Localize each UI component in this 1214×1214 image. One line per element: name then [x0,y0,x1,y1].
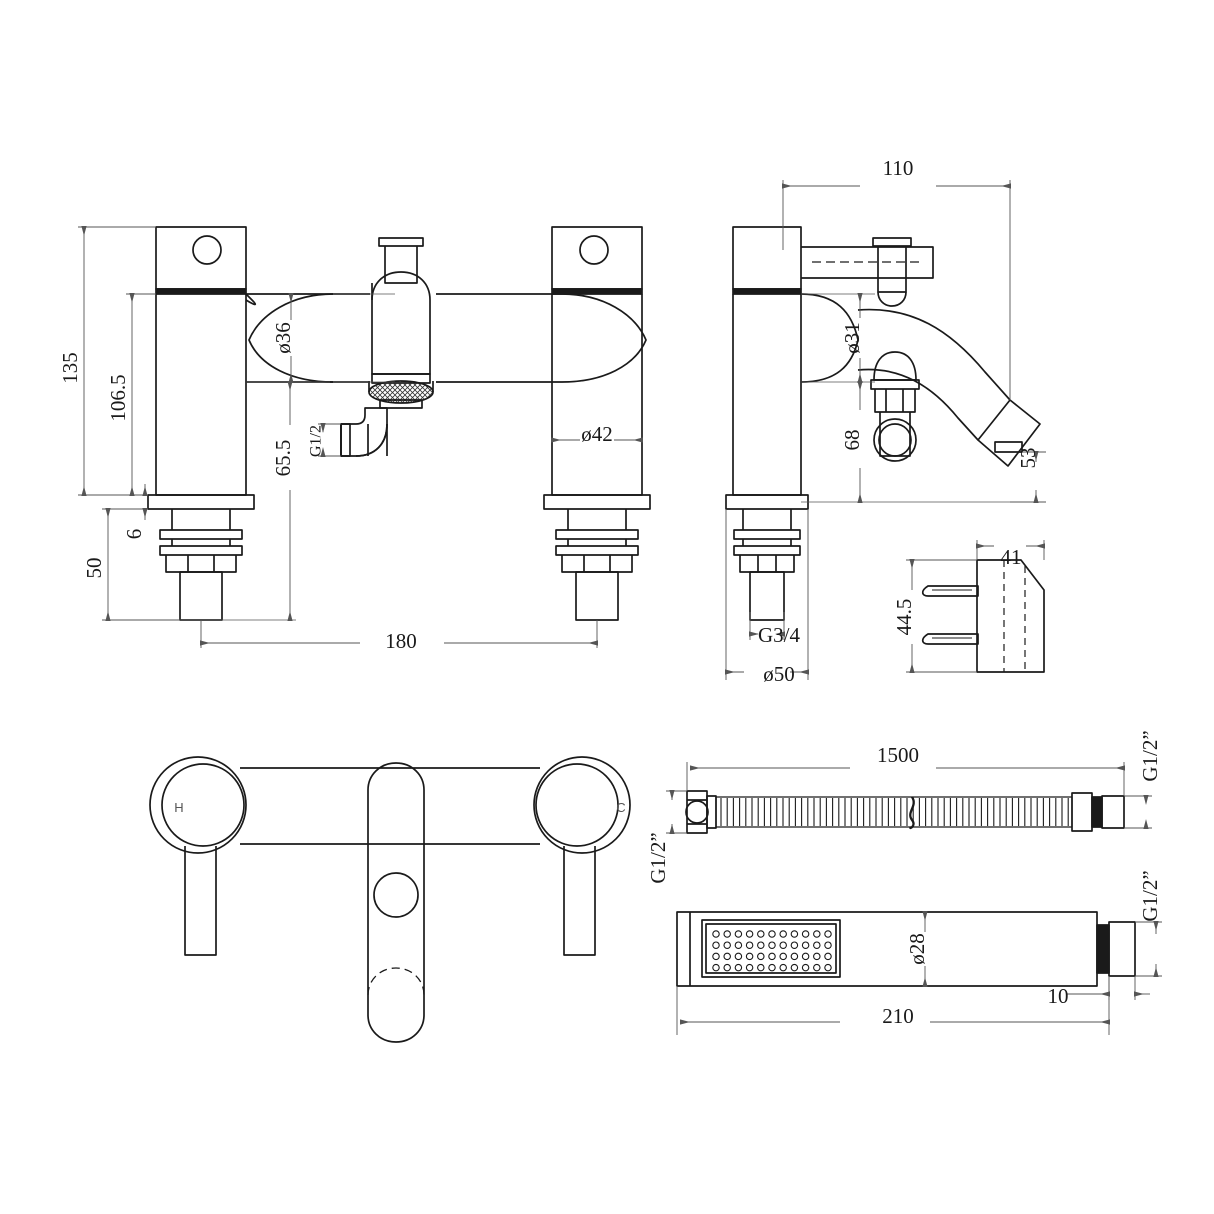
shower-hose [685,790,1125,834]
front-diverter [368,237,434,409]
dim-outlet-height: 53 [1016,448,1040,469]
front-right-handle [551,226,643,295]
side-handle [732,226,934,295]
dim-spout-diameter: ø36 [271,322,295,354]
dimension-labels: 135 106.5 6 50 ø36 65.5 G1/2 ø42 180 110… [58,156,1162,1028]
dim-center-distance: 180 [385,629,417,653]
label-hot: H [174,800,183,815]
front-diverter-elbow [340,407,388,457]
dim-handset-diameter: ø28 [905,933,929,965]
dim-body-height: 106.5 [106,374,130,421]
side-diverter-cap [872,237,912,307]
dim-hose-outlet-thread: G1/2” [1138,730,1162,781]
dim-handset-thread: G1/2” [1138,870,1162,921]
dim-side-spout-diameter: ø31 [840,322,864,354]
dim-handset-length: 210 [882,1004,914,1028]
dim-bracket-width: 41 [1001,545,1022,569]
side-body [725,294,809,621]
dim-hose-length: 1500 [877,743,919,767]
dim-bracket-height: 44.5 [892,599,916,636]
dim-body-diameter: ø42 [581,422,613,446]
dim-spout-center-height: 65.5 [271,440,295,477]
front-left-handle [155,226,247,295]
dim-tail-length: 50 [82,558,106,579]
dim-overall-height: 135 [58,352,82,384]
wall-bracket [921,559,1045,673]
front-right-body [543,294,651,621]
dim-base-thickness: 6 [122,529,146,540]
front-left-body [147,294,255,621]
front-spout-body [245,293,647,383]
dim-projection: 110 [883,156,914,180]
side-spout [800,293,1041,467]
dim-tail-thread: G3/4 [758,623,801,647]
shower-handset [676,911,1136,987]
label-cold: C [616,800,625,815]
dim-diverter-thread: G1/2 [308,425,325,457]
dimension-lines [78,180,1162,1035]
dim-handset-connector: 10 [1048,984,1069,1008]
top-view [149,756,631,1043]
dim-hose-inlet-thread: G1/2” [646,832,670,883]
dim-base-diameter: ø50 [763,662,795,686]
side-diverter-knob [870,351,920,462]
dim-diverter-height: 68 [840,430,864,451]
object-outlines [147,226,1136,1043]
